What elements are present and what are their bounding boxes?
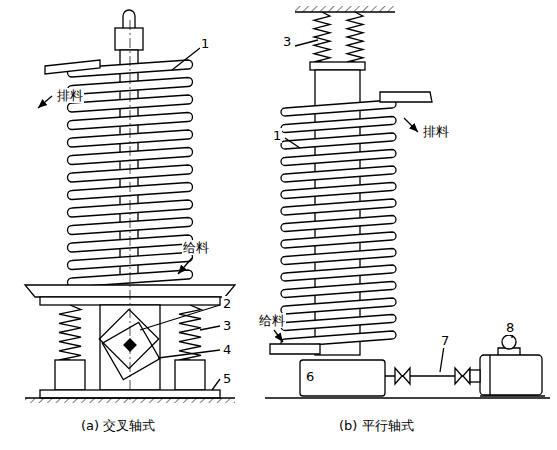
spring (347, 12, 363, 62)
spiral-trough (281, 199, 396, 215)
subfigure-caption: (a) 交叉轴式 (80, 418, 156, 433)
spiral-trough (281, 265, 396, 281)
callout-number: 1 (200, 36, 210, 51)
spiral-trough (281, 150, 396, 166)
callout-number: 1 (272, 128, 282, 143)
spiral-trough (281, 133, 396, 149)
spiral-trough (281, 166, 396, 182)
flow-label: 排料 (422, 124, 450, 139)
spiral-trough (281, 117, 396, 133)
callout-number: 7 (440, 333, 450, 348)
callout-number: 6 (305, 369, 315, 384)
callout-number: 8 (505, 320, 515, 335)
spiral-trough (281, 282, 396, 298)
flow-label: 给料 (182, 240, 210, 255)
spiral-trough (281, 315, 396, 331)
spring (179, 305, 201, 360)
spiral-trough (281, 249, 396, 265)
spiral-trough (281, 298, 396, 314)
spiral-trough (281, 100, 396, 116)
callout-number: 3 (282, 34, 292, 49)
callout-number: 4 (222, 342, 232, 357)
flow-label: 给料 (258, 313, 286, 328)
callout-number: 5 (222, 371, 232, 386)
callout-number: 2 (222, 296, 232, 311)
spiral-trough (281, 232, 396, 248)
subfigure-caption: (b) 平行轴式 (338, 418, 415, 433)
flow-label: 排料 (56, 88, 84, 103)
callout-number: 3 (222, 318, 232, 333)
spring (59, 305, 81, 360)
spiral-trough (281, 216, 396, 232)
spiral-trough (281, 183, 396, 199)
spring (314, 12, 330, 62)
